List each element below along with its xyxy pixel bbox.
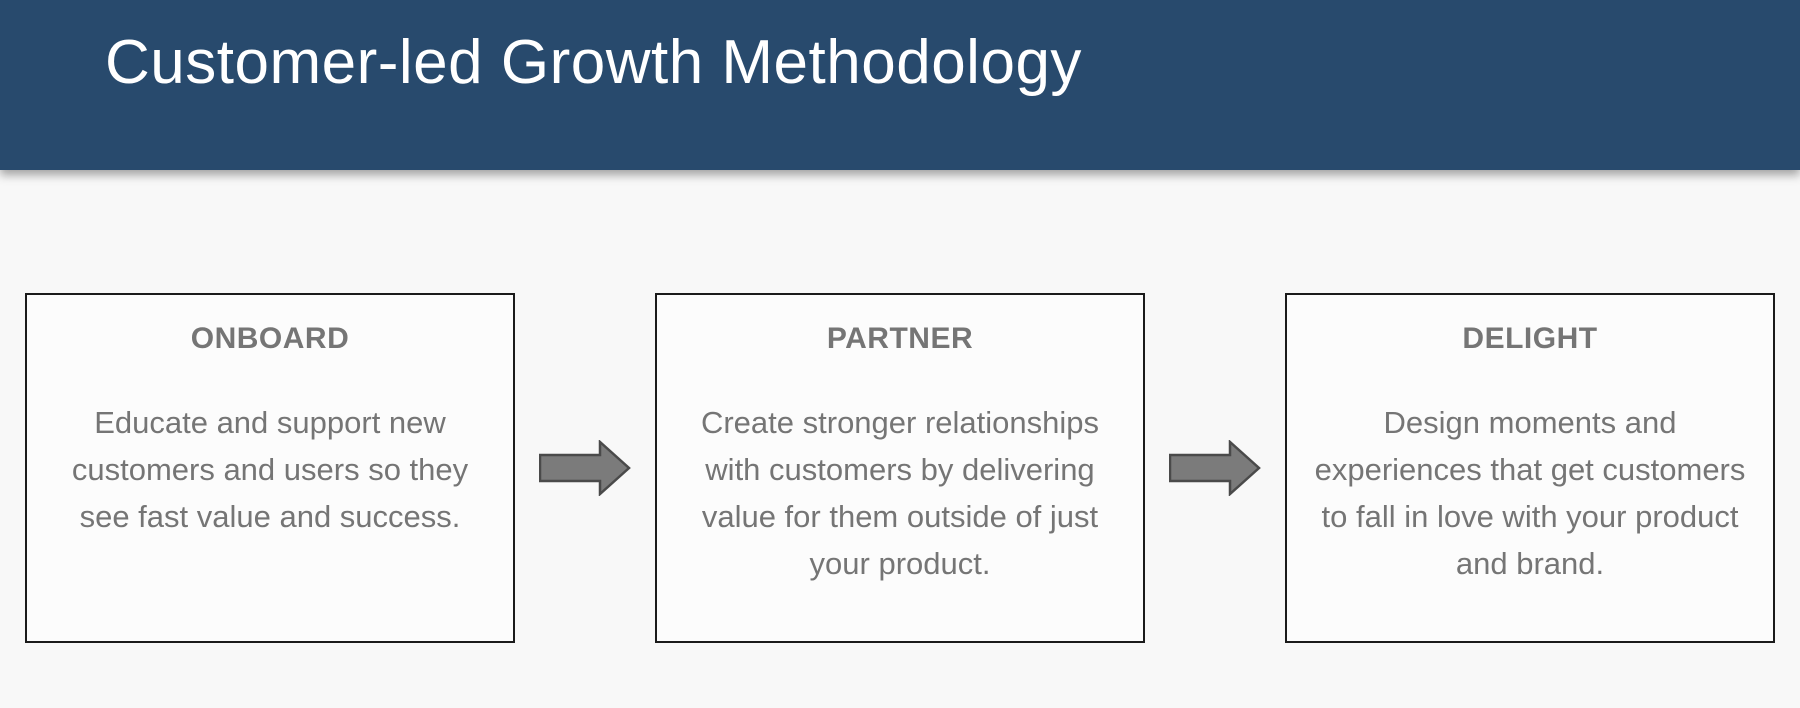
step-title: PARTNER — [826, 322, 974, 355]
arrow-cell — [1145, 293, 1285, 643]
step-description: Educate and support new customers and us… — [71, 405, 469, 534]
arrow-right-icon — [539, 440, 631, 496]
step-box-onboard: ONBOARD Educate and support new customer… — [25, 293, 515, 643]
step-description: Create stronger relationships with custo… — [700, 405, 1100, 581]
arrow-right-icon — [1169, 440, 1261, 496]
header-bar: Customer-led Growth Methodology — [0, 0, 1800, 170]
step-title: DELIGHT — [1462, 322, 1598, 355]
arrow-cell — [515, 293, 655, 643]
step-box-partner: PARTNER Create stronger relationships wi… — [655, 293, 1145, 643]
step-title: ONBOARD — [190, 322, 350, 355]
page-title: Customer-led Growth Methodology — [105, 28, 1082, 97]
step-box-delight: DELIGHT Design moments and experiences t… — [1285, 293, 1775, 643]
step-description: Design moments and experiences that get … — [1314, 405, 1746, 581]
content-area: ONBOARD Educate and support new customer… — [25, 293, 1775, 643]
